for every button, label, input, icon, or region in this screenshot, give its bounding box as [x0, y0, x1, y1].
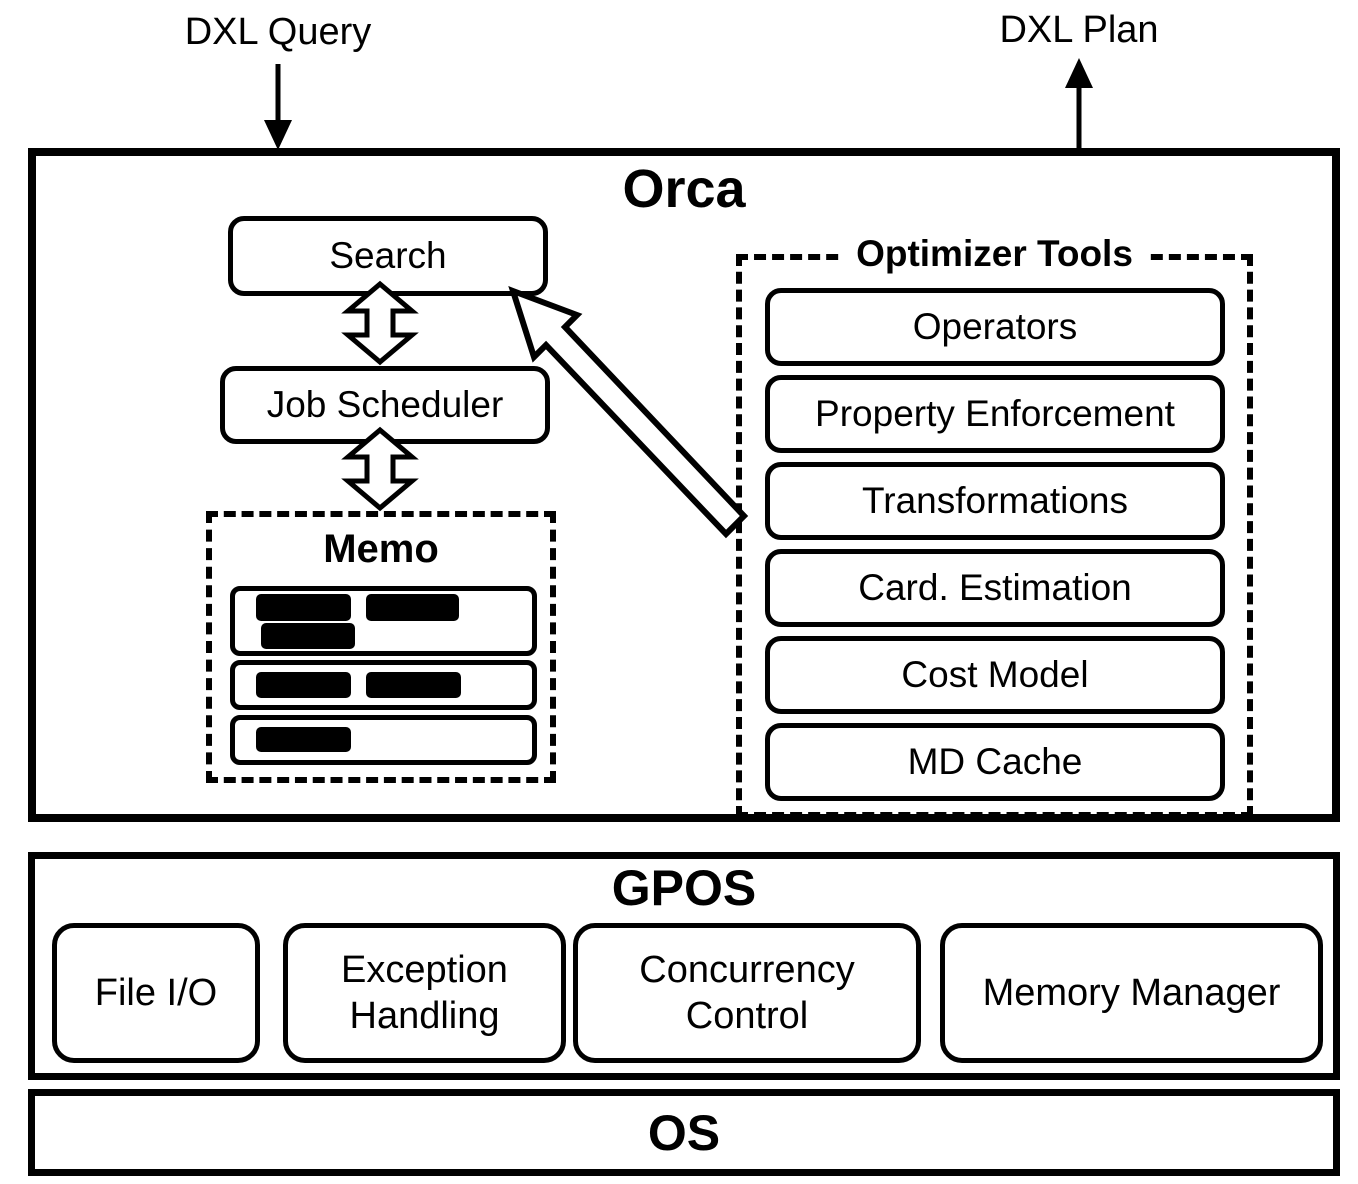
gpos-item-memory-manager: Memory Manager: [940, 923, 1323, 1063]
memo-group-bar: [366, 672, 461, 698]
dxl-plan-label: DXL Plan: [999, 9, 1159, 51]
memo-group-bar: [256, 672, 351, 698]
gpos-item-concurrency-control: Concurrency Control: [573, 923, 921, 1063]
search-box: Search: [228, 216, 548, 296]
dxl-query-arrowhead-icon: [264, 120, 292, 150]
optimizer-tools-title: Optimizer Tools: [840, 233, 1149, 275]
os-title: OS: [647, 1104, 721, 1161]
memo-group-row: [230, 715, 537, 765]
memo-group-row: [230, 586, 537, 656]
gpos-item-exception-handling: Exception Handling: [283, 923, 566, 1063]
orca-panel: Orca Search Job Scheduler Memo Optimizer…: [28, 148, 1340, 822]
optimizer-tool-cost-model: Cost Model: [765, 636, 1225, 714]
gpos-item-file-io: File I/O: [52, 923, 260, 1063]
optimizer-tool-md-cache: MD Cache: [765, 723, 1225, 801]
dxl-plan-arrowhead-icon: [1065, 58, 1093, 88]
optimizer-tools-container: Optimizer Tools Operators Property Enfor…: [736, 233, 1253, 818]
optimizer-tool-card-estimation: Card. Estimation: [765, 549, 1225, 627]
memo-container: Memo: [206, 511, 556, 783]
optimizer-tools-stack: Operators Property Enforcement Transform…: [765, 288, 1225, 801]
optimizer-tool-transformations: Transformations: [765, 462, 1225, 540]
gpos-panel: GPOS File I/O Exception Handling Concurr…: [28, 852, 1340, 1080]
memo-group-bar: [261, 623, 355, 649]
memo-group-bar: [256, 594, 351, 621]
dxl-plan-arrow: [1065, 58, 1093, 150]
memo-group-bar: [256, 727, 351, 752]
gpos-title: GPOS: [611, 860, 757, 916]
dxl-query-arrow: [264, 64, 292, 150]
os-panel: OS: [28, 1089, 1340, 1176]
optimizer-tool-operators: Operators: [765, 288, 1225, 366]
dxl-query-label: DXL Query: [184, 11, 372, 53]
memo-title: Memo: [323, 527, 439, 571]
job-scheduler-box: Job Scheduler: [220, 366, 550, 444]
orca-title: Orca: [622, 159, 746, 219]
optimizer-tool-property-enforcement: Property Enforcement: [765, 375, 1225, 453]
memo-group-row: [230, 660, 537, 710]
memo-group-bar: [366, 594, 459, 621]
